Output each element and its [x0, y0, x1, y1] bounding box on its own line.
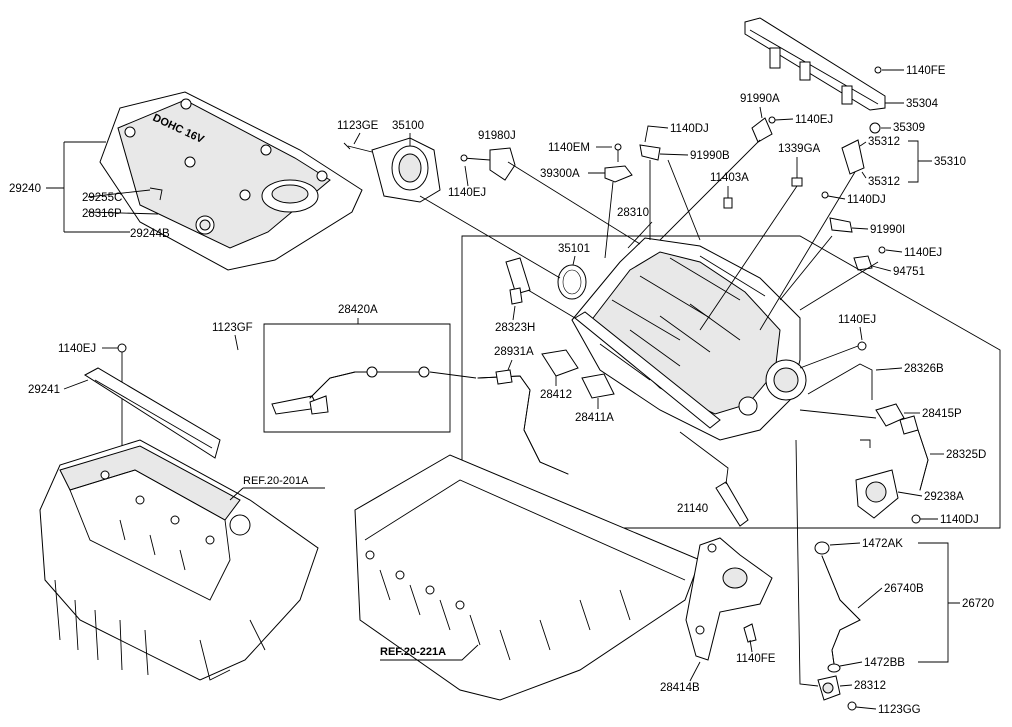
- throttle-body: [343, 137, 441, 203]
- label-1339GA: 1339GA: [778, 143, 821, 155]
- label-28415P: 28415P: [922, 408, 962, 420]
- egr-valve-28415p: [799, 403, 919, 435]
- label-35101: 35101: [558, 243, 590, 255]
- label-35312-a: 35312: [868, 136, 900, 148]
- label-91990B: 91990B: [690, 150, 730, 162]
- map-sensor-28323h: [505, 257, 531, 305]
- vacuum-hose-28931a: [477, 369, 569, 475]
- water-hose-26740b: [814, 541, 861, 673]
- label-28931A: 28931A: [494, 346, 534, 358]
- label-1123GE: 1123GE: [337, 120, 379, 132]
- label-91990A: 91990A: [740, 93, 780, 105]
- label-29255C: 29255C: [82, 192, 122, 204]
- label-29240: 29240: [9, 183, 41, 195]
- label-1140DJ-a: 1140DJ: [670, 123, 709, 135]
- label-28316P: 28316P: [82, 208, 122, 220]
- water-fitting-28312: [817, 675, 841, 701]
- label-21140: 21140: [677, 503, 708, 515]
- label-28420A: 28420A: [338, 304, 378, 316]
- ref-20-221a: REF.20-221A: [380, 646, 446, 658]
- label-91980J: 91980J: [478, 130, 516, 142]
- engine-cover: DOHC 16V: [99, 91, 363, 271]
- label-35312-b: 35312: [868, 176, 900, 188]
- label-1140EJ-d: 1140EJ: [58, 343, 96, 355]
- cylinder-head-left: [39, 439, 319, 681]
- label-28412: 28412: [540, 389, 572, 401]
- fuel-injector: [841, 139, 867, 179]
- bracket-91980j: [460, 147, 516, 181]
- label-35304: 35304: [906, 98, 939, 110]
- cylinder-head-right: [354, 454, 701, 701]
- label-35309: 35309: [893, 122, 925, 134]
- label-28323H: 28323H: [495, 322, 535, 334]
- intake-manifold: [461, 235, 1001, 529]
- label-39300A: 39300A: [540, 168, 580, 180]
- label-1140EM: 1140EM: [548, 142, 590, 154]
- ref-20-201a: REF.20-201A: [243, 475, 309, 487]
- label-1472AK: 1472AK: [862, 538, 903, 550]
- dipstick-21140: [715, 481, 749, 527]
- gasket-28411a: [581, 373, 615, 399]
- label-1140DJ-c: 1140DJ: [940, 514, 979, 526]
- label-26720: 26720: [962, 598, 994, 610]
- label-26740B: 26740B: [884, 583, 924, 595]
- label-28414B: 28414B: [660, 682, 700, 694]
- label-28326B: 28326B: [904, 363, 944, 375]
- label-1140EJ-a: 1140EJ: [448, 187, 486, 199]
- label-94751: 94751: [893, 266, 925, 278]
- label-1140DJ-b: 1140DJ: [847, 194, 886, 206]
- bracket-28414b: [685, 537, 773, 661]
- spark-plug-cover: [84, 367, 221, 459]
- throttle-gasket-35101: [557, 264, 587, 300]
- label-28310: 28310: [617, 207, 649, 219]
- cover-callouts: [46, 141, 159, 233]
- label-11403A: 11403A: [710, 172, 749, 184]
- label-91990I: 91990I: [870, 224, 905, 236]
- label-29244B: 29244B: [130, 228, 170, 240]
- label-35100: 35100: [392, 120, 424, 132]
- label-1140EJ-b: 1140EJ: [795, 114, 833, 126]
- gasket-28412: [541, 349, 579, 377]
- fuel-rail: [744, 17, 886, 111]
- label-1140EJ-e: 1140EJ: [838, 314, 876, 326]
- label-29238A: 29238A: [924, 491, 964, 503]
- label-28312: 28312: [854, 680, 886, 692]
- label-28411A: 28411A: [575, 412, 614, 424]
- label-1472BB: 1472BB: [864, 657, 905, 669]
- label-1140FE-a: 1140FE: [906, 65, 946, 77]
- label-1140EJ-c: 1140EJ: [904, 247, 942, 259]
- pcv-hose: [271, 366, 430, 415]
- label-35310: 35310: [934, 156, 966, 168]
- label-1140FE-b: 1140FE: [736, 653, 776, 665]
- label-29241: 29241: [28, 384, 60, 396]
- hose-28325d: [917, 429, 929, 491]
- label-1123GF: 1123GF: [212, 322, 253, 334]
- label-1123GG: 1123GG: [878, 704, 921, 716]
- vacuum-actuator-29238a: [855, 469, 899, 519]
- label-28325D: 28325D: [946, 449, 986, 461]
